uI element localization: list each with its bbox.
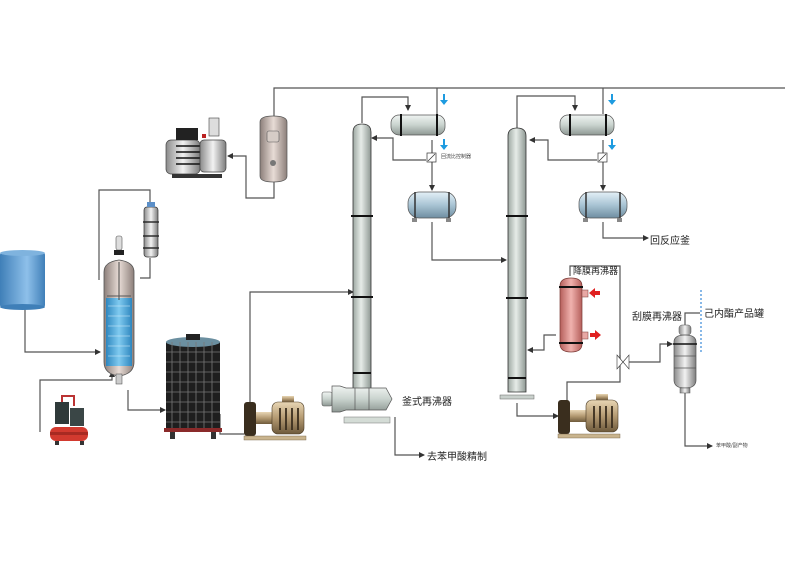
condenser-2[interactable] <box>559 114 615 136</box>
feed-pump-2[interactable] <box>557 394 621 439</box>
distillation-column-1[interactable] <box>351 123 373 393</box>
pump2-discharge-line <box>566 355 621 402</box>
feed-pump-1[interactable] <box>243 396 307 441</box>
pump1-discharge-line <box>249 289 354 402</box>
wiped-film-top-line <box>684 312 700 325</box>
feed-line <box>24 305 101 355</box>
reactor-condenser[interactable] <box>143 202 159 258</box>
cooling-water-in-icon-1 <box>440 94 448 105</box>
kettle-reboiler[interactable] <box>321 385 393 424</box>
kettle-outlet-line <box>394 417 425 458</box>
feed-tank[interactable] <box>0 250 45 310</box>
cooling-water-out-icon-1 <box>440 139 448 150</box>
reflux-splitter-2[interactable] <box>597 152 608 163</box>
column1-reflux-line <box>371 135 426 161</box>
cooling-water-in-icon-2 <box>608 94 616 105</box>
reflux-receiver-2[interactable] <box>578 191 628 222</box>
vacuum-pump-line <box>227 153 275 199</box>
reactor-drain-line <box>127 390 166 413</box>
wiped-film-reboiler-label: 刮膜再沸器 <box>632 312 682 323</box>
condenser-1[interactable] <box>390 114 446 136</box>
wiped-film-bottoms-line <box>684 392 713 449</box>
buffer-tank[interactable] <box>164 334 222 439</box>
column2-bottoms-line <box>516 403 559 419</box>
receiver1-to-column2-line <box>431 222 507 263</box>
vacuum-header-pipe <box>273 87 785 117</box>
kettle-reboiler-label: 釜式再沸器 <box>402 397 452 408</box>
heating-medium-in-icon <box>589 288 600 298</box>
reflux-splitter-1[interactable] <box>426 152 437 163</box>
reflux-receiver-1[interactable] <box>407 191 457 222</box>
air-compressor[interactable] <box>50 395 88 445</box>
reactor[interactable] <box>103 235 135 385</box>
pipes <box>24 87 785 458</box>
column1-overhead-line <box>361 96 411 123</box>
distillation-column-2[interactable] <box>499 127 535 400</box>
vacuum-pump[interactable] <box>165 117 227 178</box>
reactor-condensate-line <box>140 258 151 279</box>
caprolactone-tank-label: 己内酯产品罐 <box>704 309 764 320</box>
reboiler2-vapor-line <box>569 265 621 360</box>
reactor-vapor-line <box>98 189 151 280</box>
vacuum-buffer-vessel[interactable] <box>259 115 288 183</box>
falling-film-reboiler[interactable] <box>559 277 589 353</box>
column2-reflux-line <box>529 137 597 161</box>
reboiler2-return-line <box>527 334 556 353</box>
receiver2-outlet-line <box>602 222 649 241</box>
air-line <box>39 371 115 432</box>
residue-outlet-label: 苯甲酸/副产物 <box>716 443 748 449</box>
reflux-controller-label: 回流比控制器 <box>441 154 472 160</box>
falling-film-reboiler-label: 降膜再沸器 <box>573 267 619 277</box>
benzoic-refining-label: 去苯甲酸精制 <box>427 452 487 463</box>
return-to-reactor-label: 回反应釜 <box>650 236 690 247</box>
control-valve[interactable] <box>616 354 630 370</box>
heating-medium-out-icon <box>590 330 601 340</box>
tank-to-pump1-line <box>219 414 244 435</box>
wiped-film-evaporator[interactable] <box>673 324 697 394</box>
cooling-water-out-icon-2 <box>608 139 616 150</box>
wiped-film-feed-line <box>628 341 673 363</box>
column2-overhead-line <box>516 95 578 128</box>
